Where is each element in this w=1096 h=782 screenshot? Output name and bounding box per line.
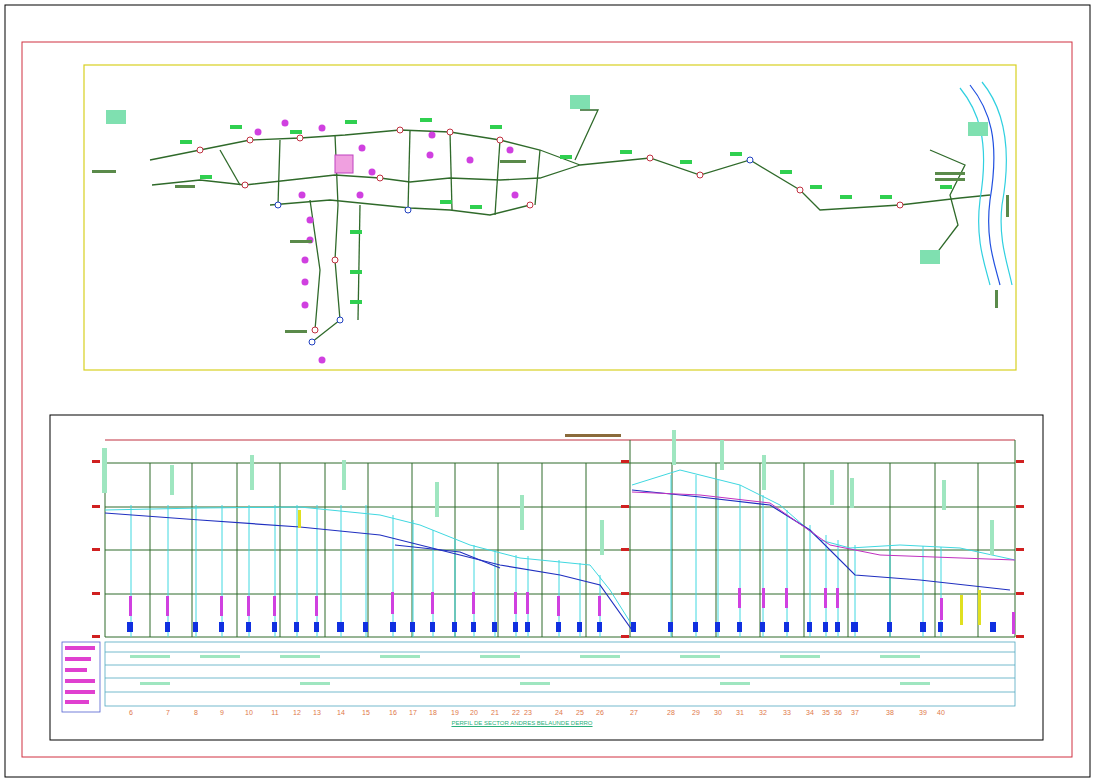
station-number: 33: [783, 709, 791, 716]
station-number: 29: [692, 709, 700, 716]
station-number: 34: [806, 709, 814, 716]
station-number: 19: [451, 709, 459, 716]
station-number: 37: [851, 709, 859, 716]
station-number: 27: [630, 709, 638, 716]
profile-title: PERFIL DE SECTOR ANDRES BELAUNDE DERRO: [451, 720, 592, 726]
station-number: 25: [576, 709, 584, 716]
station-number: 31: [736, 709, 744, 716]
station-number: 7: [166, 709, 170, 716]
station-number: 22: [512, 709, 520, 716]
station-number: 20: [470, 709, 478, 716]
station-number: 13: [313, 709, 321, 716]
station-number: 6: [129, 709, 133, 716]
station-number: 35: [822, 709, 830, 716]
station-number: 39: [919, 709, 927, 716]
station-number: 21: [491, 709, 499, 716]
station-number: 8: [194, 709, 198, 716]
station-number: 12: [293, 709, 301, 716]
station-number: 16: [389, 709, 397, 716]
station-number: 14: [337, 709, 345, 716]
station-number: 32: [759, 709, 767, 716]
station-number: 38: [886, 709, 894, 716]
station-number: 11: [271, 709, 278, 716]
station-number: 15: [362, 709, 370, 716]
station-number: 23: [524, 709, 532, 716]
station-number: 10: [245, 709, 253, 716]
station-number: 9: [220, 709, 224, 716]
station-number: 30: [714, 709, 722, 716]
station-number: 26: [596, 709, 604, 716]
station-number: 28: [667, 709, 675, 716]
station-number: 18: [429, 709, 437, 716]
station-number: 17: [409, 709, 417, 716]
station-number: 36: [834, 709, 842, 716]
station-number: 24: [555, 709, 563, 716]
station-number: 40: [937, 709, 945, 716]
